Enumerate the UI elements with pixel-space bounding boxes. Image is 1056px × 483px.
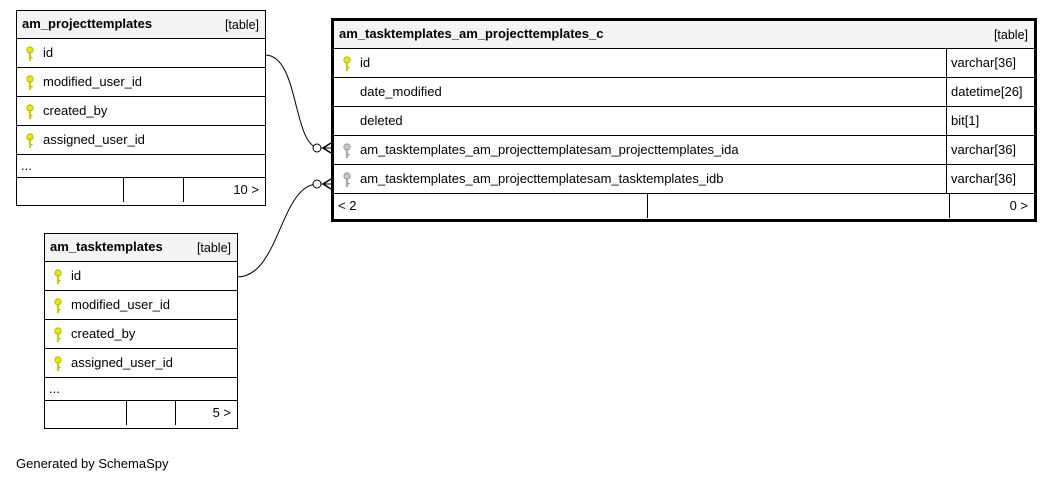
table-name[interactable]: am_projecttemplates [22,16,153,31]
foreign-key-icon [342,143,352,159]
primary-key-icon [53,356,63,372]
column-type: varchar[36] [946,49,1034,77]
table-name[interactable]: am_tasktemplates_am_projecttemplates_c [339,26,604,41]
footer-cell[interactable]: < 2 [334,194,647,218]
column-name: am_tasktemplates_am_projecttemplatesam_p… [360,142,739,157]
column-row[interactable]: am_tasktemplates_am_projecttemplatesam_p… [334,136,1034,165]
column-type: varchar[36] [946,165,1034,193]
column-name: modified_user_id [43,74,143,89]
column-row[interactable]: deleted bit[1] [334,107,1034,136]
column-row[interactable]: created_by [17,97,265,126]
column-name: deleted [360,113,403,128]
table-kind: [table] [196,241,231,255]
primary-key-icon [25,133,35,149]
connector-projecttemplates-to-rel [264,54,331,149]
primary-key-icon [25,46,35,62]
table-kind: [table] [224,18,259,32]
connector-end-circle [312,179,322,189]
footer-cell[interactable]: 5 > [175,401,237,425]
more-columns: ... [45,378,237,401]
table-am-tasktemplates[interactable]: am_tasktemplates [table] id modified_use… [44,233,238,429]
primary-key-icon [53,327,63,343]
child-count: 5 > [212,405,231,420]
column-name: modified_user_id [71,297,171,312]
connector-tasktemplates-to-rel [236,183,331,278]
table-footer: 10 > [17,178,265,202]
generated-by-label: Generated by SchemaSpy [16,456,169,471]
primary-key-icon [25,75,35,91]
column-row[interactable]: assigned_user_id [45,349,237,378]
column-name: id [43,45,54,60]
column-row[interactable]: modified_user_id [17,68,265,97]
ellipsis: ... [49,381,60,396]
ellipsis: ... [21,158,32,173]
table-header: am_tasktemplates [table] [45,234,237,262]
footer-cell[interactable]: 0 > [949,194,1034,218]
column-row[interactable]: date_modified datetime[26] [334,78,1034,107]
column-row[interactable]: created_by [45,320,237,349]
primary-key-icon [53,298,63,314]
column-row[interactable]: modified_user_id [45,291,237,320]
column-row[interactable]: id [45,262,237,291]
foreign-key-icon [342,172,352,188]
column-row[interactable]: assigned_user_id [17,126,265,155]
footer-cell[interactable]: 10 > [183,178,265,202]
column-name: id [71,268,82,283]
column-name: id [360,55,371,70]
table-name[interactable]: am_tasktemplates [50,239,163,254]
column-type: varchar[36] [946,136,1034,164]
column-row[interactable]: id varchar[36] [334,49,1034,78]
connector-end-circle [312,143,322,153]
footer-cell [45,401,126,425]
primary-key-icon [25,104,35,120]
child-count: 10 > [233,182,259,197]
table-am-projecttemplates[interactable]: am_projecttemplates [table] id modified_… [16,10,266,206]
table-am-tasktemplates-am-projecttemplates-c[interactable]: am_tasktemplates_am_projecttemplates_c [… [331,18,1037,222]
primary-key-icon [53,269,63,285]
column-name: date_modified [360,84,442,99]
table-footer: < 2 0 > [334,194,1034,218]
column-name: created_by [43,103,108,118]
footer-cell [17,178,123,202]
primary-key-icon [342,56,352,72]
column-name: am_tasktemplates_am_projecttemplatesam_t… [360,171,724,186]
footer-cell [123,178,183,202]
column-name: assigned_user_id [43,132,145,147]
more-columns: ... [17,155,265,178]
footer-cell [647,194,949,218]
column-row[interactable]: id [17,39,265,68]
table-header: am_tasktemplates_am_projecttemplates_c [… [334,21,1034,49]
table-header: am_projecttemplates [table] [17,11,265,39]
column-type: bit[1] [946,107,1034,135]
column-row[interactable]: am_tasktemplates_am_projecttemplatesam_t… [334,165,1034,194]
connector-crowfoot [322,142,332,154]
parent-count: < 2 [338,198,357,213]
table-footer: 5 > [45,401,237,425]
footer-cell [126,401,175,425]
column-name: created_by [71,326,136,341]
column-name: assigned_user_id [71,355,173,370]
connector-crowfoot [322,178,332,190]
child-count: 0 > [1009,198,1028,213]
column-type: datetime[26] [946,78,1034,106]
table-kind: [table] [993,28,1028,42]
